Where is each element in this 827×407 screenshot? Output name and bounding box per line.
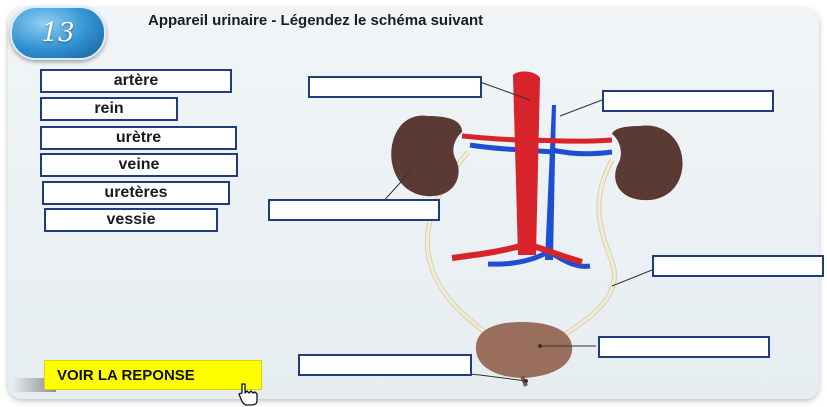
aorta xyxy=(513,71,540,255)
right-iliac-artery xyxy=(529,242,583,265)
pointer-dot-urethra xyxy=(524,379,528,383)
pointer-line-artery xyxy=(479,81,531,101)
answer-box-6[interactable] xyxy=(298,354,472,376)
left-kidney xyxy=(391,115,462,197)
answer-box-3[interactable] xyxy=(268,199,440,221)
right-ureter-highlight xyxy=(554,159,616,342)
left-renal-artery xyxy=(461,133,525,143)
word-label-vessie[interactable]: vessie xyxy=(44,208,218,232)
left-renal-vein xyxy=(469,142,553,155)
answer-box-1[interactable] xyxy=(308,76,482,98)
exercise-title: Appareil urinaire - Légendez le schéma s… xyxy=(148,12,484,29)
answer-box-2[interactable] xyxy=(602,90,774,112)
right-renal-artery xyxy=(531,137,613,144)
word-label-ureteres[interactable]: uretères xyxy=(42,181,230,205)
pointer-dot-bladder xyxy=(538,344,542,348)
word-label-rein[interactable]: rein xyxy=(40,97,178,121)
exercise-number-badge: 13 xyxy=(10,6,106,60)
right-kidney xyxy=(612,125,683,201)
right-ureter xyxy=(553,158,617,343)
right-renal-vein xyxy=(551,147,613,157)
vena-cava xyxy=(545,105,556,260)
pointer-line-vein xyxy=(559,99,603,117)
show-answer-button[interactable]: VOIR LA REPONSE xyxy=(44,360,262,390)
left-iliac-artery xyxy=(451,242,525,261)
left-iliac-vein xyxy=(487,249,550,267)
answer-box-5[interactable] xyxy=(598,336,770,358)
answer-box-4[interactable] xyxy=(652,255,824,277)
word-label-veine[interactable]: veine xyxy=(40,153,238,177)
exercise-number: 13 xyxy=(41,18,75,48)
word-label-artere[interactable]: artère xyxy=(40,69,232,93)
word-label-uretre[interactable]: urètre xyxy=(40,126,237,150)
pointer-line-ureter xyxy=(611,269,653,287)
bladder xyxy=(475,322,573,378)
hand-pointer-icon xyxy=(238,383,258,406)
